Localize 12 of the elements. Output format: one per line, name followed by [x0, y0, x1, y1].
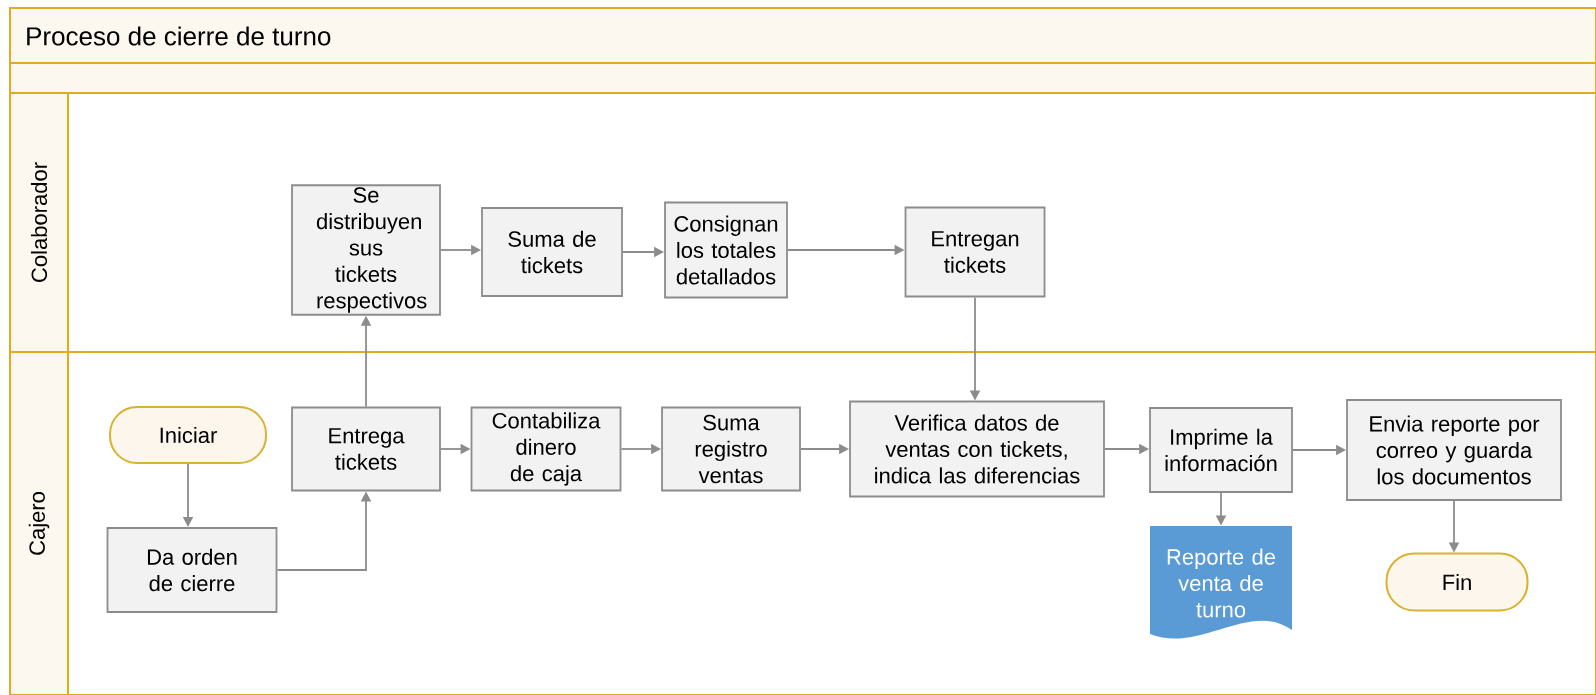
process-box: Suma de tickets: [481, 207, 623, 297]
process-box: Entregan tickets: [904, 206, 1046, 298]
process-box: Imprime la información: [1149, 407, 1293, 493]
process-box: Consignan los totales detallados: [664, 201, 788, 299]
process-box: Entrega tickets: [291, 406, 441, 492]
process-box: Se distribuyen sus tickets respectivos: [291, 184, 441, 316]
title-band: Proceso de cierre de turno: [9, 7, 1596, 64]
process-box: Da orden de cierre: [106, 527, 278, 613]
process-box: Contabiliza dinero de caja: [470, 406, 622, 492]
process-box: Suma registro ventas: [661, 406, 801, 492]
process-box: Envia reporte por correo y guarda los documentos: [1346, 399, 1562, 501]
process-box: Verifica datos de ventas con tickets, indica las diferencias: [849, 400, 1105, 498]
